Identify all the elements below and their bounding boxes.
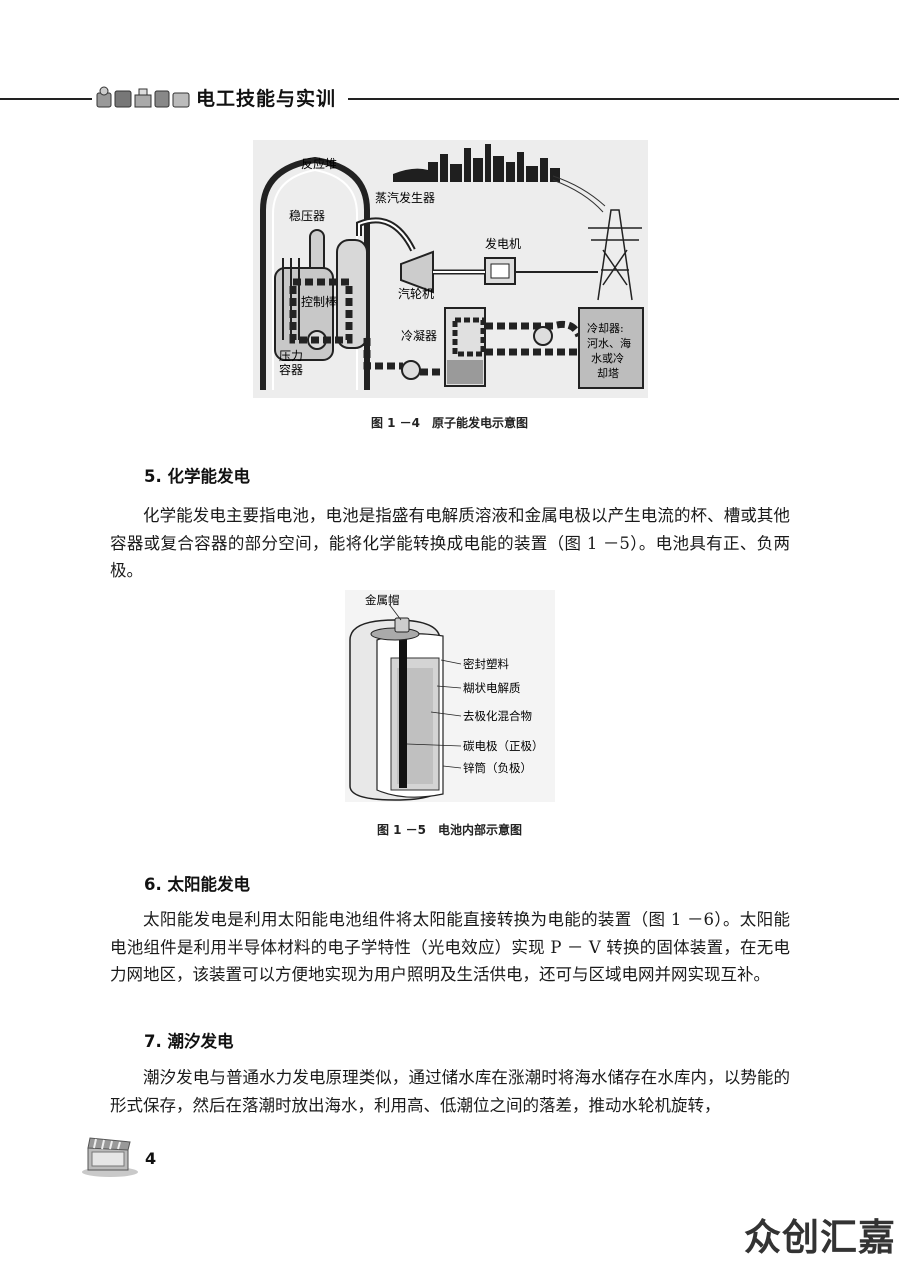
section-7-paragraph: 潮汐发电与普通水力发电原理类似，通过储水库在涨潮时将海水储存在水库内，以势能的形… bbox=[110, 1068, 790, 1115]
city-skyline-icon bbox=[393, 144, 560, 182]
header-logo-icon bbox=[96, 86, 190, 108]
transmission-tower-icon bbox=[588, 209, 642, 301]
label-pressure-vessel-2: 容器 bbox=[279, 362, 303, 377]
battery-diagram: 金属帽 密封塑料 糊状电解质 去极化混合物 碳电极（正极） 锌筒（负极） bbox=[345, 590, 555, 802]
figure-1-5-caption: 图 1 －5 电池内部示意图 bbox=[376, 823, 523, 837]
label-turbine: 汽轮机 bbox=[398, 286, 434, 301]
label-cooler-1: 冷却器: bbox=[587, 322, 624, 335]
label-paste-electrolyte: 糊状电解质 bbox=[463, 681, 521, 695]
header-title: 电工技能与实训 bbox=[196, 88, 337, 110]
label-metal-cap: 金属帽 bbox=[365, 593, 400, 607]
clapperboard-icon bbox=[82, 1137, 138, 1177]
section-6-paragraph: 太阳能发电是利用太阳能电池组件将太阳能直接转换为电能的装置（图 1 －6）。太阳… bbox=[110, 910, 790, 984]
label-reactor: 反应堆 bbox=[301, 156, 337, 171]
label-zinc-can: 锌筒（负极） bbox=[463, 761, 532, 775]
label-carbon-electrode: 碳电极（正极） bbox=[463, 739, 544, 753]
label-depolarizer: 去极化混合物 bbox=[463, 709, 532, 723]
section-5-heading: 5. 化学能发电 bbox=[144, 467, 250, 486]
watermark: 众创汇嘉 bbox=[744, 1216, 896, 1259]
section-5-paragraph: 化学能发电主要指电池，电池是指盛有电解质溶液和金属电极以产生电流的杯、槽或其他容… bbox=[110, 506, 790, 580]
label-pressurizer: 稳压器 bbox=[289, 208, 325, 223]
section-6-heading: 6. 太阳能发电 bbox=[144, 875, 250, 894]
section-7-heading: 7. 潮汐发电 bbox=[144, 1032, 234, 1051]
header-rule-right bbox=[348, 98, 899, 100]
nuclear-power-diagram: 反应堆 蒸汽发生器 稳压器 发电机 汽轮机 控制棒 冷凝器 压力 容器 冷却器:… bbox=[253, 140, 648, 398]
label-cooler-4: 却塔 bbox=[597, 367, 619, 380]
label-pressure-vessel-1: 压力 bbox=[279, 349, 303, 363]
label-sealing-plastic: 密封塑料 bbox=[463, 657, 509, 671]
figure-1-4-caption: 图 1 －4 原子能发电示意图 bbox=[370, 416, 529, 430]
label-generator: 发电机 bbox=[485, 236, 521, 251]
label-condenser: 冷凝器 bbox=[401, 328, 437, 343]
label-steam-generator: 蒸汽发生器 bbox=[375, 190, 435, 205]
page-number: 4 bbox=[145, 1149, 157, 1168]
label-cooler-2: 河水、海 bbox=[587, 336, 631, 350]
header-rule-left bbox=[0, 98, 92, 100]
label-cooler-3: 水或冷 bbox=[591, 352, 624, 365]
label-control-rod: 控制棒 bbox=[301, 295, 337, 309]
